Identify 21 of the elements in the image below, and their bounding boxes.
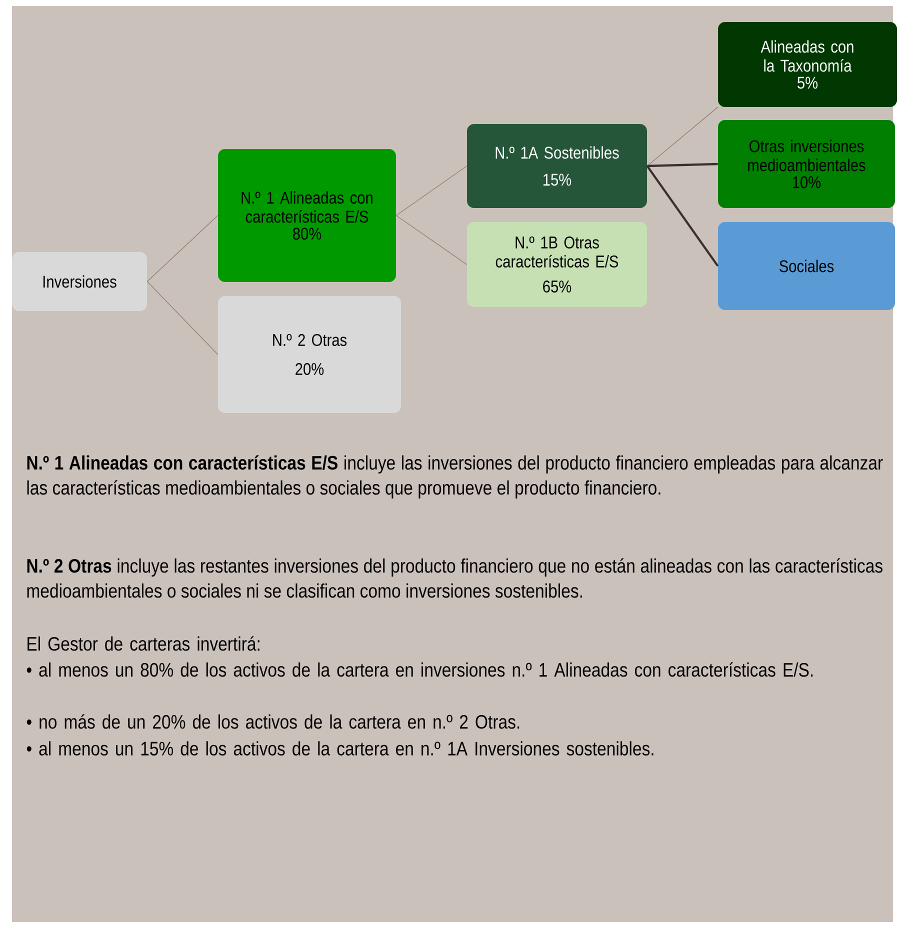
category-box: Alineadas con la Taxonomía 5% xyxy=(718,22,897,107)
bullet-item: • al menos un 15% de los activos de la cartera en n.º 1A Inversiones sostenibles. xyxy=(26,741,654,756)
connector-line xyxy=(646,106,718,166)
category-box: N.º 1B Otras características E/S 65% xyxy=(467,222,647,307)
intro-text: El Gestor de carteras invertirá: xyxy=(28,636,260,651)
connector-line xyxy=(146,215,218,282)
connector-line xyxy=(396,166,468,216)
bullet-item: • no más de un 20% de los activos de la cartera en n.º 2 Otras. xyxy=(26,714,520,729)
connector-line xyxy=(646,165,719,267)
connector-line xyxy=(647,162,718,168)
category-box: Inversiones xyxy=(12,252,147,311)
connector-line xyxy=(146,281,218,355)
description-paragraph: N.º 1 Alineadas con características E/S incluye las inversiones del producto financiero empleadas para alcanzar las características medioambientales o sociales que promueve el producto financiero. xyxy=(27,455,883,499)
bullet-item: • al menos un 80% de los activos de la cartera en inversiones n.º 1 Alineadas con características E/S. xyxy=(26,662,813,677)
category-box: N.º 2 Otras 20% xyxy=(218,296,401,413)
category-box: N.º 1 Alineadas con características E/S 80% xyxy=(218,149,396,282)
category-box: Sociales xyxy=(718,222,895,310)
connector-line xyxy=(396,215,468,265)
category-box: Otras inversiones medioambientales 10% xyxy=(718,120,895,208)
description-paragraph: N.º 2 Otras incluye las restantes inversiones del producto financiero que no están alineadas con las características medioambientales o sociales ni se clasifican como inversiones sostenibles. xyxy=(27,558,882,598)
category-box: N.º 1A Sostenibles 15% xyxy=(467,124,647,208)
